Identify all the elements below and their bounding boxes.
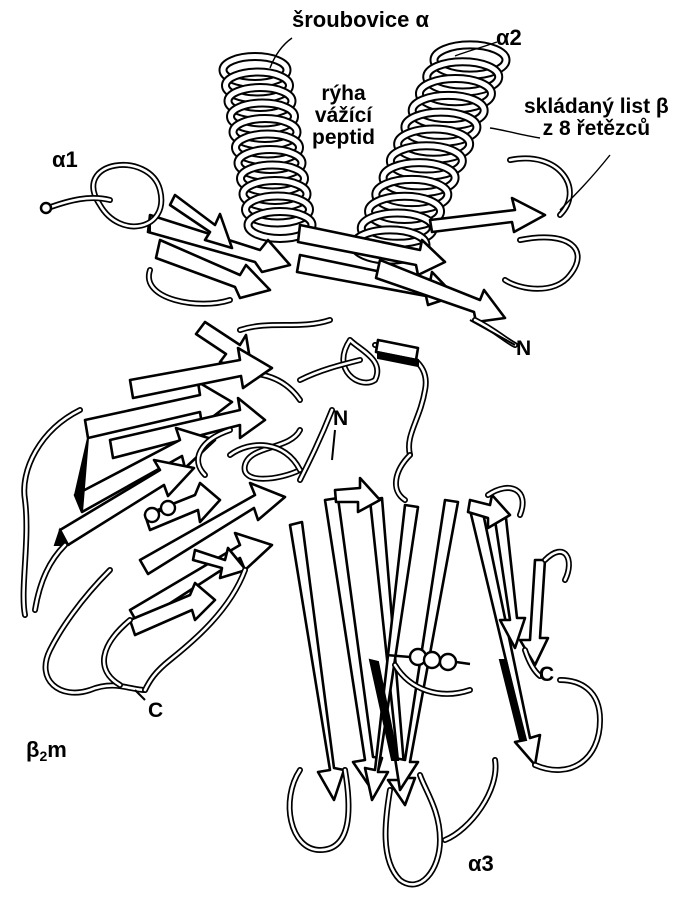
n-terminus-label-2: N <box>333 408 348 430</box>
alpha1-label: α1 <box>52 148 78 171</box>
alpha1-helix <box>223 57 312 239</box>
b2m-label: β2m <box>26 738 67 764</box>
alpha2-label: α2 <box>496 26 522 49</box>
connecting-loops <box>235 320 426 479</box>
groove-label-line2: vážící <box>312 105 375 127</box>
groove-label-line1: rýha <box>312 83 375 105</box>
n-terminus-label-1: N <box>516 338 531 360</box>
c-terminus-label-2: C <box>148 700 163 722</box>
alpha3-label: α3 <box>468 852 494 875</box>
helix-label: šroubovice α <box>292 8 429 31</box>
sheet-label-line1: skládaný list β <box>524 96 669 118</box>
groove-label-line3: peptid <box>312 127 375 149</box>
b2m-domain <box>24 322 332 693</box>
b2m-label-m: m <box>47 737 67 762</box>
b2m-label-beta: β <box>26 737 39 762</box>
sheet-label-line2: z 8 řetězců <box>524 118 669 140</box>
beta-sheet-platform <box>41 158 578 345</box>
groove-label: rýha vážící peptid <box>312 83 375 149</box>
c-terminus-label-1: C <box>539 664 554 686</box>
sheet-label: skládaný list β z 8 řetězců <box>524 96 669 140</box>
